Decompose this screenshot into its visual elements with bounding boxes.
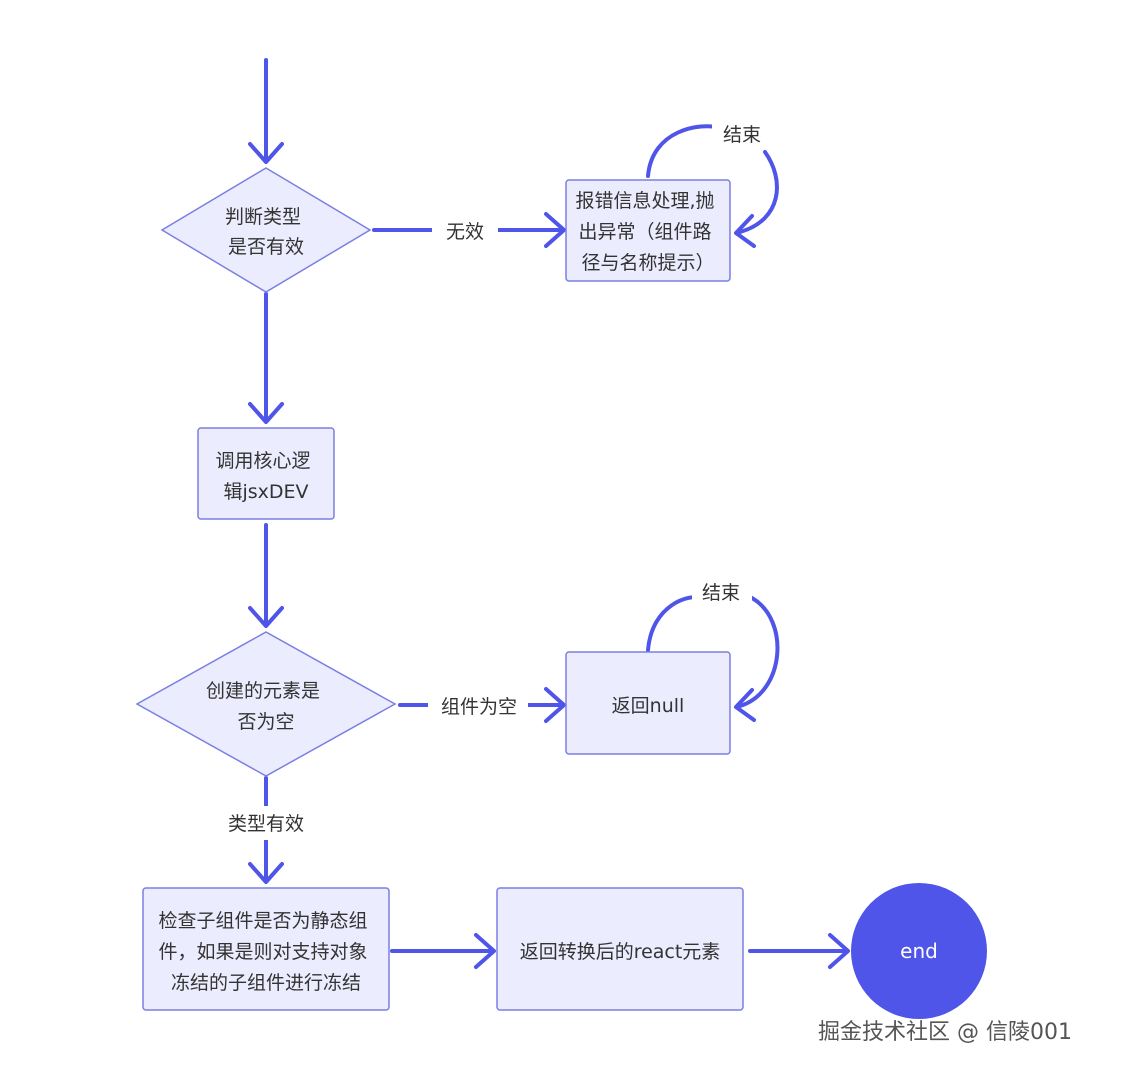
node-return-react: 返回转换后的react元素 <box>496 887 744 1011</box>
edge-call-core-to-check-empty <box>248 523 284 628</box>
edge-label-type-valid: 类型有效 <box>212 806 320 840</box>
edge-label-empty: 组件为空 <box>428 689 528 723</box>
svg-text:组件为空: 组件为空 <box>441 696 517 718</box>
node-check-static: 检查子组件是否为静态组 件，如果是则对支持对象 冻结的子组件进行冻结 <box>142 887 390 1011</box>
svg-text:检查子组件是否为静态组 件，如果是则对支持对象: 检查子组件是否为静态组 件，如果是则对支持对象 冻结的子组件进行冻结 <box>158 910 373 994</box>
node-error-handle: 报错信息处理,抛 出异常（组件路 径与名称提示） <box>565 179 731 282</box>
svg-text:end: end <box>900 939 938 963</box>
node-return-null: 返回null <box>565 651 731 755</box>
watermark: 掘金技术社区 @ 信陵001 <box>818 1020 1072 1045</box>
node-call-core: 调用核心逻 辑jsxDEV <box>197 427 335 520</box>
node-check-empty: 创建的元素是 否为空 <box>135 631 397 777</box>
svg-text:判断类型 是否有效: 判断类型 是否有效 <box>225 206 307 258</box>
svg-text:返回null: 返回null <box>612 695 685 717</box>
svg-text:创建的元素是 否为空: 创建的元素是 否为空 <box>206 680 326 733</box>
svg-text:结束: 结束 <box>702 582 740 604</box>
edge-return-react-to-end <box>748 933 850 969</box>
edge-label-invalid: 无效 <box>432 214 498 248</box>
svg-text:调用核心逻 辑jsxDEV: 调用核心逻 辑jsxDEV <box>215 450 316 503</box>
node-end: end <box>851 883 987 1019</box>
node-check-type: 判断类型 是否有效 <box>160 167 372 293</box>
edge-label-end-top: 结束 <box>712 118 774 150</box>
edge-label-end-middle: 结束 <box>692 576 752 608</box>
edge-start-to-check-type <box>248 58 284 164</box>
svg-text:无效: 无效 <box>446 221 484 243</box>
edge-check-type-to-call-core <box>248 292 284 424</box>
svg-text:结束: 结束 <box>723 124 761 146</box>
edge-check-static-to-return-react <box>390 933 496 969</box>
svg-text:报错信息处理,抛 出异常（组件路 径: 报错信息处理,抛 出异常（组件路 径与名称提示） <box>575 190 720 274</box>
svg-text:返回转换后的react元素: 返回转换后的react元素 <box>520 941 721 963</box>
svg-text:类型有效: 类型有效 <box>228 813 304 835</box>
